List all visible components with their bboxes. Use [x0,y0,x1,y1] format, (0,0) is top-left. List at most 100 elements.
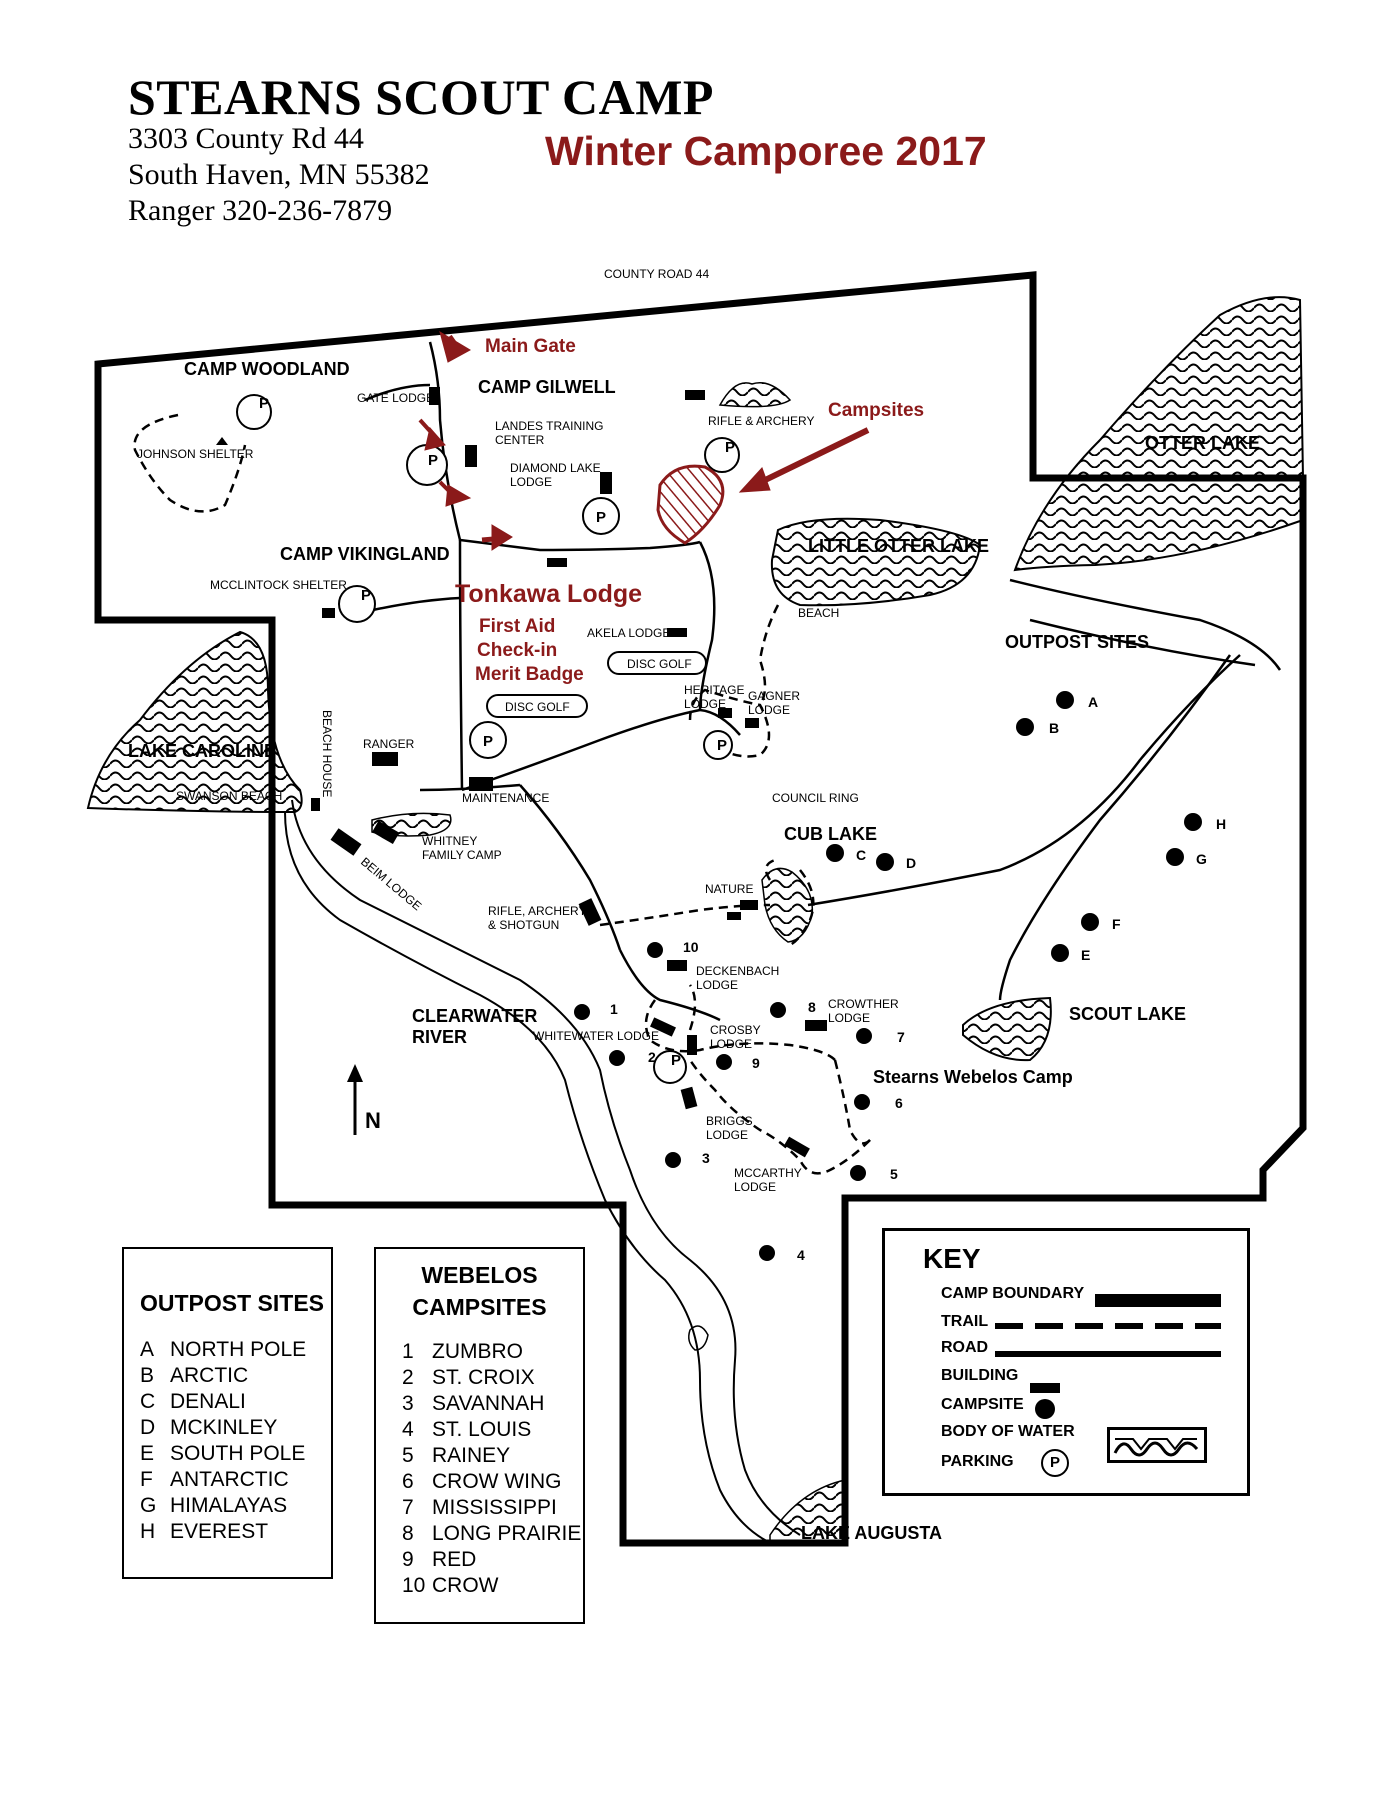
building-landes [465,445,477,467]
beach-house-label: BEACH HOUSE [320,710,334,797]
building-beach-house [311,798,320,811]
akela-label: AKELA LODGE [587,626,670,640]
site-number-9: 9 [752,1055,760,1071]
key-building-label: BUILDING [941,1367,1019,1384]
camp-gilwell-label: CAMP GILWELL [478,377,616,397]
campsite-2 [609,1050,625,1066]
svg-text:P: P [361,587,371,604]
outpost-g [1166,848,1184,866]
direction-arrows [418,330,870,551]
tonkawa-lodge-label: Tonkawa Lodge [455,580,642,608]
svg-text:P: P [259,395,269,412]
outpost-letter-a: A [1088,694,1098,710]
gagner-label-1: GAGNER [748,689,800,703]
briggs-label-1: BRIGGS [706,1114,753,1128]
building-gate-lodge [429,387,440,405]
crowther-label-1: CROWTHER [828,997,899,1011]
outpost-letter-c: C [856,847,866,863]
parking-rifle: P [704,437,740,473]
cub-lake-label: CUB LAKE [784,824,877,844]
building-whitney [372,820,400,845]
rifle-shotgun-label-2: & SHOTGUN [488,918,559,932]
key-water-label: BODY OF WATER [941,1423,1075,1440]
key-water-swatch [1107,1427,1207,1463]
little-otter-lake [770,517,982,607]
site-number-10: 10 [683,939,699,955]
first-aid-label: First Aid [479,616,555,637]
whitney-label-2: FAMILY CAMP [422,848,502,862]
campsite-1 [574,1004,590,1020]
key-boundary-label: CAMP BOUNDARY [941,1285,1085,1302]
building-heritage [718,708,732,718]
whitney-label-1: WHITNEY [422,834,477,848]
key-trail-swatch [995,1323,1221,1329]
building-crosby [687,1035,697,1055]
check-in-label: Check-in [477,640,557,661]
webelos-legend-title-1: WEBELOS [421,1262,538,1288]
nature-label: NATURE [705,882,753,896]
site-number-7: 7 [897,1029,905,1045]
building-tonkawa [547,558,567,567]
outpost-sites-label: OUTPOST SITES [1005,632,1149,652]
rifle-archery-hill [718,382,792,408]
campsite-9 [716,1054,732,1070]
camp-vikingland-label: CAMP VIKINGLAND [280,544,450,564]
site-number-6: 6 [895,1095,903,1111]
address-line-2: South Haven, MN 55382 [128,158,430,191]
clearwater-river-bank-north [291,799,801,1536]
building-maintenance [469,777,493,791]
main-gate-label: Main Gate [485,336,576,357]
gate-lodge-label: GATE LODGE [357,391,434,405]
otter-lake [1013,296,1304,572]
diamond-label-1: DIAMOND LAKE [510,461,601,475]
svg-text:P: P [483,733,493,750]
outpost-f [1081,913,1099,931]
site-number-5: 5 [890,1166,898,1182]
north-arrow: N [347,1064,381,1135]
key-parking-swatch: P [1041,1449,1069,1477]
ranger-label: RANGER [363,737,415,751]
campsites-label: Campsites [828,400,924,421]
outpost-letter-h: H [1216,816,1226,832]
disc-golf-label-1: DISC GOLF [627,657,692,671]
otter-lake-label: OTTER LAKE [1145,433,1260,453]
roads [364,341,1282,1022]
buildings [311,387,827,1158]
building-akela [667,628,687,637]
campsites-hatched-area [656,464,725,545]
site-number-8: 8 [808,999,816,1015]
parking-diamond: P [582,497,620,535]
camp-woodland-label: CAMP WOODLAND [184,359,350,379]
campsite-7 [856,1028,872,1044]
mccarthy-label-2: LODGE [734,1180,776,1194]
johnson-shelter-label: JOHNSON SHELTER [137,447,254,461]
river-island [688,1325,709,1351]
gagner-label-2: LODGE [748,703,790,717]
address-line-1: 3303 County Rd 44 [128,122,364,155]
deckenbach-label-1: DECKENBACH [696,964,779,978]
key-campsite-label: CAMPSITE [941,1396,1024,1413]
crowther-label-2: LODGE [828,1011,870,1025]
little-otter-lake-label: LITTLE OTTER LAKE [808,536,989,556]
building-nature-2 [727,912,741,920]
building-deckenbach [667,960,687,971]
building-mcclintock [322,608,335,618]
campsite-dots [574,691,1202,1261]
campsite-8 [770,1002,786,1018]
outpost-h [1184,813,1202,831]
outpost-letter-e: E [1081,947,1090,963]
merit-badge-label: Merit Badge [475,664,584,685]
site-number-2: 2 [648,1049,656,1065]
deckenbach-label-2: LODGE [696,978,738,992]
